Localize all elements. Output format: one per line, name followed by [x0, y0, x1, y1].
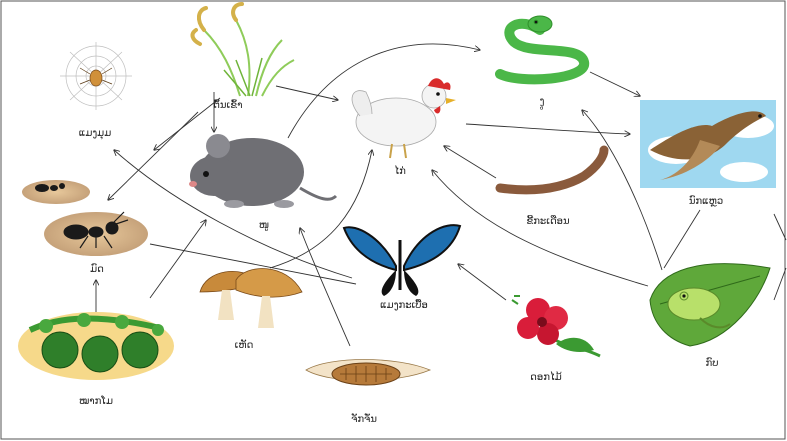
- ant-label: ມົດ: [90, 262, 104, 275]
- butterfly-label: ແມງກະເບື້ອ: [380, 298, 428, 311]
- flower-label: ດອກໄມ້: [530, 370, 562, 383]
- rice-label: ຕົ້ນເຂົ້າ: [214, 98, 243, 111]
- melon-label: ໝາກໂມ: [79, 394, 113, 407]
- rat-label: ໜູ: [259, 220, 269, 231]
- spider-label: ແມງມຸມ: [79, 128, 111, 140]
- worm-label: ຂີ້ກະເດືອນ: [526, 214, 569, 227]
- hawk-label: ນົກແຫຼວ: [689, 194, 723, 207]
- cicada-label: ຈັກຈັ່ນ: [351, 412, 377, 425]
- ant-small-patch: [22, 180, 90, 204]
- chicken-label: ໄກ່: [394, 164, 406, 177]
- frog-label: ກົບ: [706, 356, 719, 369]
- hawk-icon: [640, 100, 776, 188]
- mushroom-label: ເຫັດ: [235, 338, 254, 351]
